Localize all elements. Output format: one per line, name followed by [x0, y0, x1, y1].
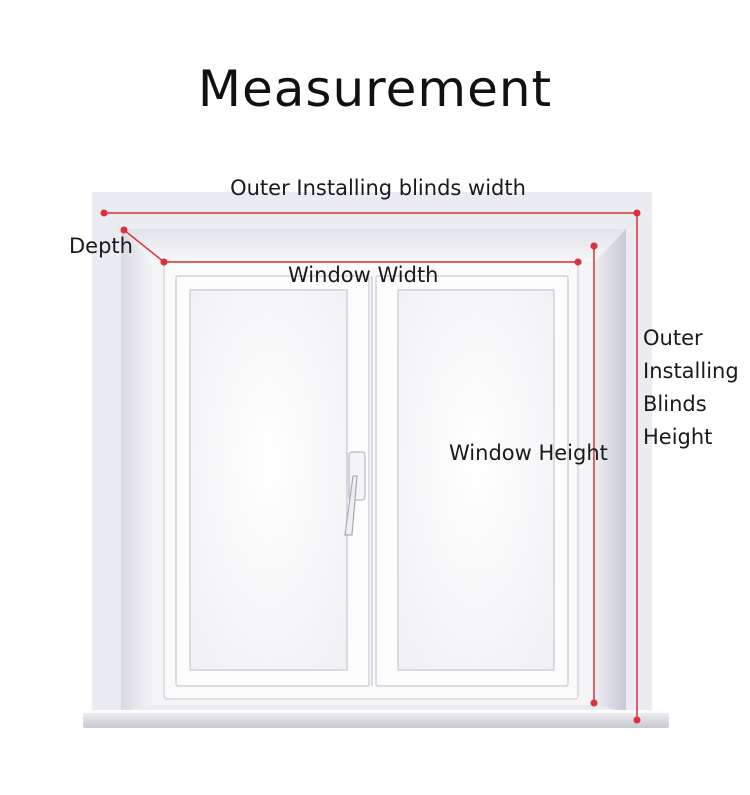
window-handle-icon — [344, 451, 366, 536]
window-sill — [83, 710, 669, 728]
right-glass — [397, 289, 555, 671]
measurement-lines — [100, 209, 641, 724]
left-glass — [189, 289, 348, 671]
outer-height-label-line: Blinds — [643, 392, 707, 416]
outer-height-label-line: Installing — [643, 359, 739, 383]
depth-line — [123, 229, 165, 263]
left-reveal — [121, 229, 152, 712]
window-width-label: Window Width — [288, 263, 439, 287]
depth-label: Depth — [69, 234, 133, 258]
outer-width-label: Outer Installing blinds width — [230, 176, 526, 200]
top-reveal — [121, 229, 626, 262]
window-height-label: Window Height — [449, 441, 608, 465]
outer-height-label-line: Outer — [643, 326, 703, 350]
page-title: Measurement — [197, 60, 553, 118]
outer-height-label-line: Height — [643, 425, 713, 449]
right-reveal — [595, 229, 626, 712]
outer-height-label: Outer Installing Blinds Height — [643, 322, 749, 454]
